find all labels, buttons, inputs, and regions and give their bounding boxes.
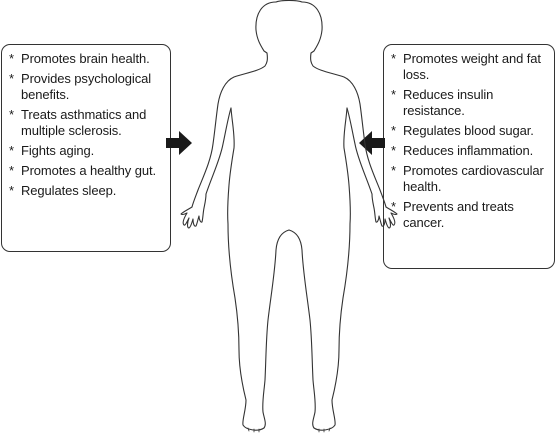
left-leg-outer: [227, 223, 290, 431]
benefit-text: Promotes a healthy gut.: [21, 163, 157, 178]
left-benefits-list: * Promotes brain health. * Provides psycho…: [9, 51, 164, 199]
left-foot-toes: [247, 427, 260, 433]
right-foot-toes: [318, 427, 331, 433]
bullet-marker: *: [9, 51, 14, 66]
list-item: * Regulates sleep.: [9, 183, 164, 199]
bullet-marker: *: [9, 163, 14, 178]
human-body-outline: [180, 0, 398, 433]
bullet-marker: *: [391, 143, 396, 158]
right-benefits-box: * Promotes weight and fat loss. * Reduces …: [383, 44, 555, 269]
list-item: * Prevents and treats cancer.: [391, 199, 548, 231]
right-hand-outline: [371, 193, 398, 229]
left-hand-outline: [180, 193, 207, 229]
bullet-marker: *: [9, 183, 14, 198]
benefit-text: Treats asthmatics and multiple sclerosis…: [21, 107, 147, 138]
list-item: * Promotes weight and fat loss.: [391, 51, 548, 83]
benefit-text: Promotes cardiovascular health.: [403, 163, 544, 194]
left-inner-arm: [205, 107, 232, 195]
benefit-text: Provides psychological benefits.: [21, 71, 152, 102]
head-outline: [191, 1, 277, 208]
bullet-marker: *: [391, 87, 396, 102]
right-arrow-icon: [166, 131, 192, 155]
torso-left: [227, 107, 235, 225]
right-benefits-list: * Promotes weight and fat loss. * Reduces …: [391, 51, 548, 231]
bullet-marker: *: [391, 199, 396, 214]
benefit-text: Prevents and treats cancer.: [403, 199, 514, 230]
list-item: * Fights aging.: [9, 143, 164, 159]
bullet-marker: *: [9, 107, 14, 122]
benefit-text: Regulates sleep.: [21, 183, 117, 198]
bullet-marker: *: [9, 71, 14, 86]
bullet-marker: *: [391, 51, 396, 66]
left-benefits-box: * Promotes brain health. * Provides psycho…: [1, 44, 171, 252]
bullet-marker: *: [391, 163, 396, 178]
list-item: * Reduces inflammation.: [391, 143, 548, 159]
list-item: * Provides psychological benefits.: [9, 71, 164, 103]
list-item: * Promotes cardiovascular health.: [391, 163, 548, 195]
benefit-text: Reduces insulin resistance.: [403, 87, 494, 118]
head-outline-right: [301, 1, 387, 208]
benefit-text: Fights aging.: [21, 143, 95, 158]
list-item: * Promotes a healthy gut.: [9, 163, 164, 179]
list-item: * Regulates blood sugar.: [391, 123, 548, 139]
bullet-marker: *: [391, 123, 396, 138]
torso-right: [343, 107, 351, 225]
right-inner-arm: [346, 107, 373, 195]
right-leg-outer: [288, 223, 351, 431]
list-item: * Promotes brain health.: [9, 51, 164, 67]
bullet-marker: *: [9, 143, 14, 158]
benefit-text: Promotes weight and fat loss.: [403, 51, 541, 82]
list-item: * Reduces insulin resistance.: [391, 87, 548, 119]
benefit-text: Promotes brain health.: [21, 51, 150, 66]
head-top: [275, 0, 303, 3]
list-item: * Treats asthmatics and multiple sclerosi…: [9, 107, 164, 139]
benefit-text: Regulates blood sugar.: [403, 123, 534, 138]
benefit-text: Reduces inflammation.: [403, 143, 534, 158]
